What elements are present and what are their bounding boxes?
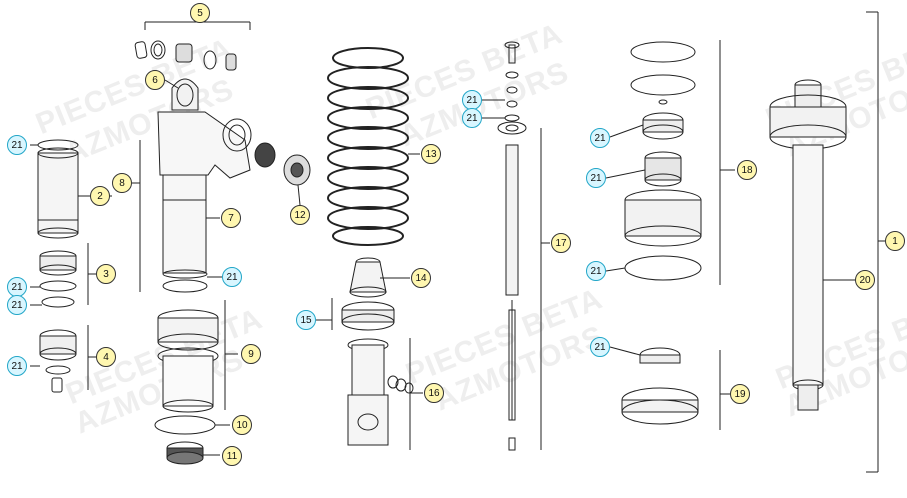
- reservoir: [37, 139, 79, 239]
- callout-20[interactable]: 20: [855, 270, 875, 290]
- callout-9[interactable]: 9: [241, 344, 261, 364]
- callout-21[interactable]: 21: [586, 168, 606, 188]
- callout-21[interactable]: 21: [222, 267, 242, 287]
- shock-body: [157, 78, 252, 279]
- valve-parts: [387, 375, 414, 394]
- callout-3[interactable]: 3: [96, 264, 116, 284]
- callout-6[interactable]: 6: [145, 70, 165, 90]
- reservoir-cap: [39, 329, 77, 393]
- callout-21[interactable]: 21: [7, 277, 27, 297]
- callout-19[interactable]: 19: [730, 384, 750, 404]
- bottom-cap: [166, 441, 204, 465]
- lower-eye: [347, 338, 389, 446]
- callout-21[interactable]: 21: [462, 108, 482, 128]
- callout-15[interactable]: 15: [296, 310, 316, 330]
- callout-21[interactable]: 21: [590, 128, 610, 148]
- callout-21[interactable]: 21: [462, 90, 482, 110]
- bottom-seal: [621, 347, 699, 425]
- callout-18[interactable]: 18: [737, 160, 757, 180]
- callout-10[interactable]: 10: [232, 415, 252, 435]
- coil-spring: [327, 47, 409, 246]
- callout-12[interactable]: 12: [290, 205, 310, 225]
- callout-21[interactable]: 21: [7, 356, 27, 376]
- callout-13[interactable]: 13: [421, 144, 441, 164]
- callout-1[interactable]: 1: [885, 231, 905, 251]
- spring-seat: [157, 309, 219, 413]
- callout-11[interactable]: 11: [222, 446, 242, 466]
- callout-17[interactable]: 17: [551, 233, 571, 253]
- callout-21[interactable]: 21: [586, 261, 606, 281]
- lock-nut: [341, 301, 395, 331]
- callout-14[interactable]: 14: [411, 268, 431, 288]
- callout-7[interactable]: 7: [221, 208, 241, 228]
- bump-stop: [349, 257, 387, 298]
- complete-shock: [769, 79, 847, 411]
- callout-2[interactable]: 2: [90, 186, 110, 206]
- callout-21[interactable]: 21: [590, 337, 610, 357]
- callout-21[interactable]: 21: [7, 295, 27, 315]
- adjuster-knob: [254, 142, 311, 206]
- callout-16[interactable]: 16: [424, 383, 444, 403]
- piston-rod: [497, 41, 527, 451]
- seal-head: [624, 41, 702, 281]
- callout-8[interactable]: 8: [112, 173, 132, 193]
- seal-set: [134, 40, 237, 71]
- callout-21[interactable]: 21: [7, 135, 27, 155]
- reservoir-piston: [39, 250, 77, 308]
- callout-4[interactable]: 4: [96, 347, 116, 367]
- callout-5[interactable]: 5: [190, 3, 210, 23]
